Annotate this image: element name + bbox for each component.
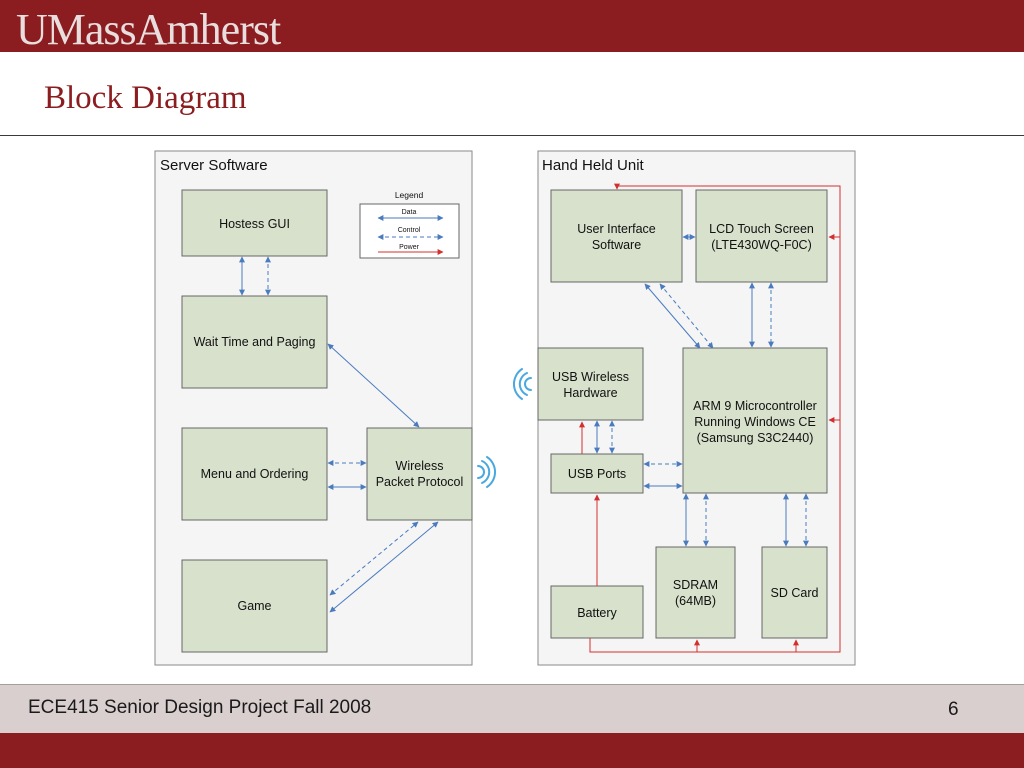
sdram-label-line1: SDRAM [673, 578, 718, 592]
user-interface-software-block: User Interface Software [550, 189, 683, 283]
legend-box: Legend Data Control Power [359, 190, 460, 259]
wireless-label-line2: Packet Protocol [376, 475, 464, 489]
sd-card-label: SD Card [771, 586, 819, 600]
lcd-label-line2: (LTE430WQ-F0C) [711, 238, 811, 252]
sd-card-block: SD Card [761, 546, 828, 639]
arm-label-line1: ARM 9 Microcontroller [693, 399, 817, 413]
usbw-label-line1: USB Wireless [552, 370, 629, 384]
legend-power-label: Power [399, 244, 420, 251]
lcd-touch-screen-block: LCD Touch Screen (LTE430WQ-F0C) [695, 189, 828, 283]
ui-label-line1: User Interface [577, 222, 656, 236]
server-software-title: Server Software [160, 157, 268, 174]
sdram-label-line2: (64MB) [675, 594, 716, 608]
lcd-label-line1: LCD Touch Screen [709, 222, 814, 236]
server-connectors [239, 256, 439, 613]
wait-time-paging-label: Wait Time and Paging [194, 335, 316, 349]
ui-label-line2: Software [592, 238, 641, 252]
battery-label: Battery [577, 606, 617, 620]
usb-wireless-hardware-block: USB Wireless Hardware [537, 347, 644, 421]
power-lines [579, 183, 841, 653]
usb-ports-label: USB Ports [568, 467, 626, 481]
hostess-gui-label: Hostess GUI [219, 217, 290, 231]
wait-time-paging-block: Wait Time and Paging [181, 295, 328, 389]
slide-title: Block Diagram [44, 80, 247, 116]
game-block: Game [181, 559, 328, 653]
arm-label-line3: (Samsung S3C2440) [697, 431, 814, 445]
legend-data-label: Data [402, 209, 417, 216]
usbw-label-line2: Hardware [563, 386, 617, 400]
game-label: Game [237, 599, 271, 613]
footer-text: ECE415 Senior Design Project Fall 2008 [28, 697, 372, 718]
handheld-data-connectors [594, 234, 809, 547]
hand-held-unit-title: Hand Held Unit [542, 157, 645, 174]
arm-label-line2: Running Windows CE [694, 415, 816, 429]
menu-ordering-label: Menu and Ordering [201, 467, 309, 481]
arm9-microcontroller-block: ARM 9 Microcontroller Running Windows CE… [682, 347, 828, 494]
page-number: 6 [948, 699, 959, 720]
legend-title: Legend [395, 190, 424, 200]
hostess-gui-block: Hostess GUI [181, 189, 328, 257]
menu-ordering-block: Menu and Ordering [181, 427, 328, 521]
battery-block: Battery [550, 585, 644, 639]
legend-control-label: Control [398, 227, 421, 234]
bottom-bar [0, 733, 1024, 768]
usb-ports-block: USB Ports [550, 453, 644, 494]
title-divider [0, 135, 1024, 136]
wireless-label-line1: Wireless [396, 459, 444, 473]
footer-bar [0, 684, 1024, 733]
wireless-signal-icon-handheld [513, 368, 532, 400]
wireless-packet-protocol-block: Wireless Packet Protocol [366, 427, 473, 521]
header-bar [0, 0, 1024, 52]
umass-logo: UMassAmherst [16, 5, 281, 54]
wireless-signal-icon [477, 456, 496, 488]
sdram-block: SDRAM (64MB) [655, 546, 736, 639]
block-diagram: Server Software Hand Held Unit Hostess G… [154, 150, 856, 666]
